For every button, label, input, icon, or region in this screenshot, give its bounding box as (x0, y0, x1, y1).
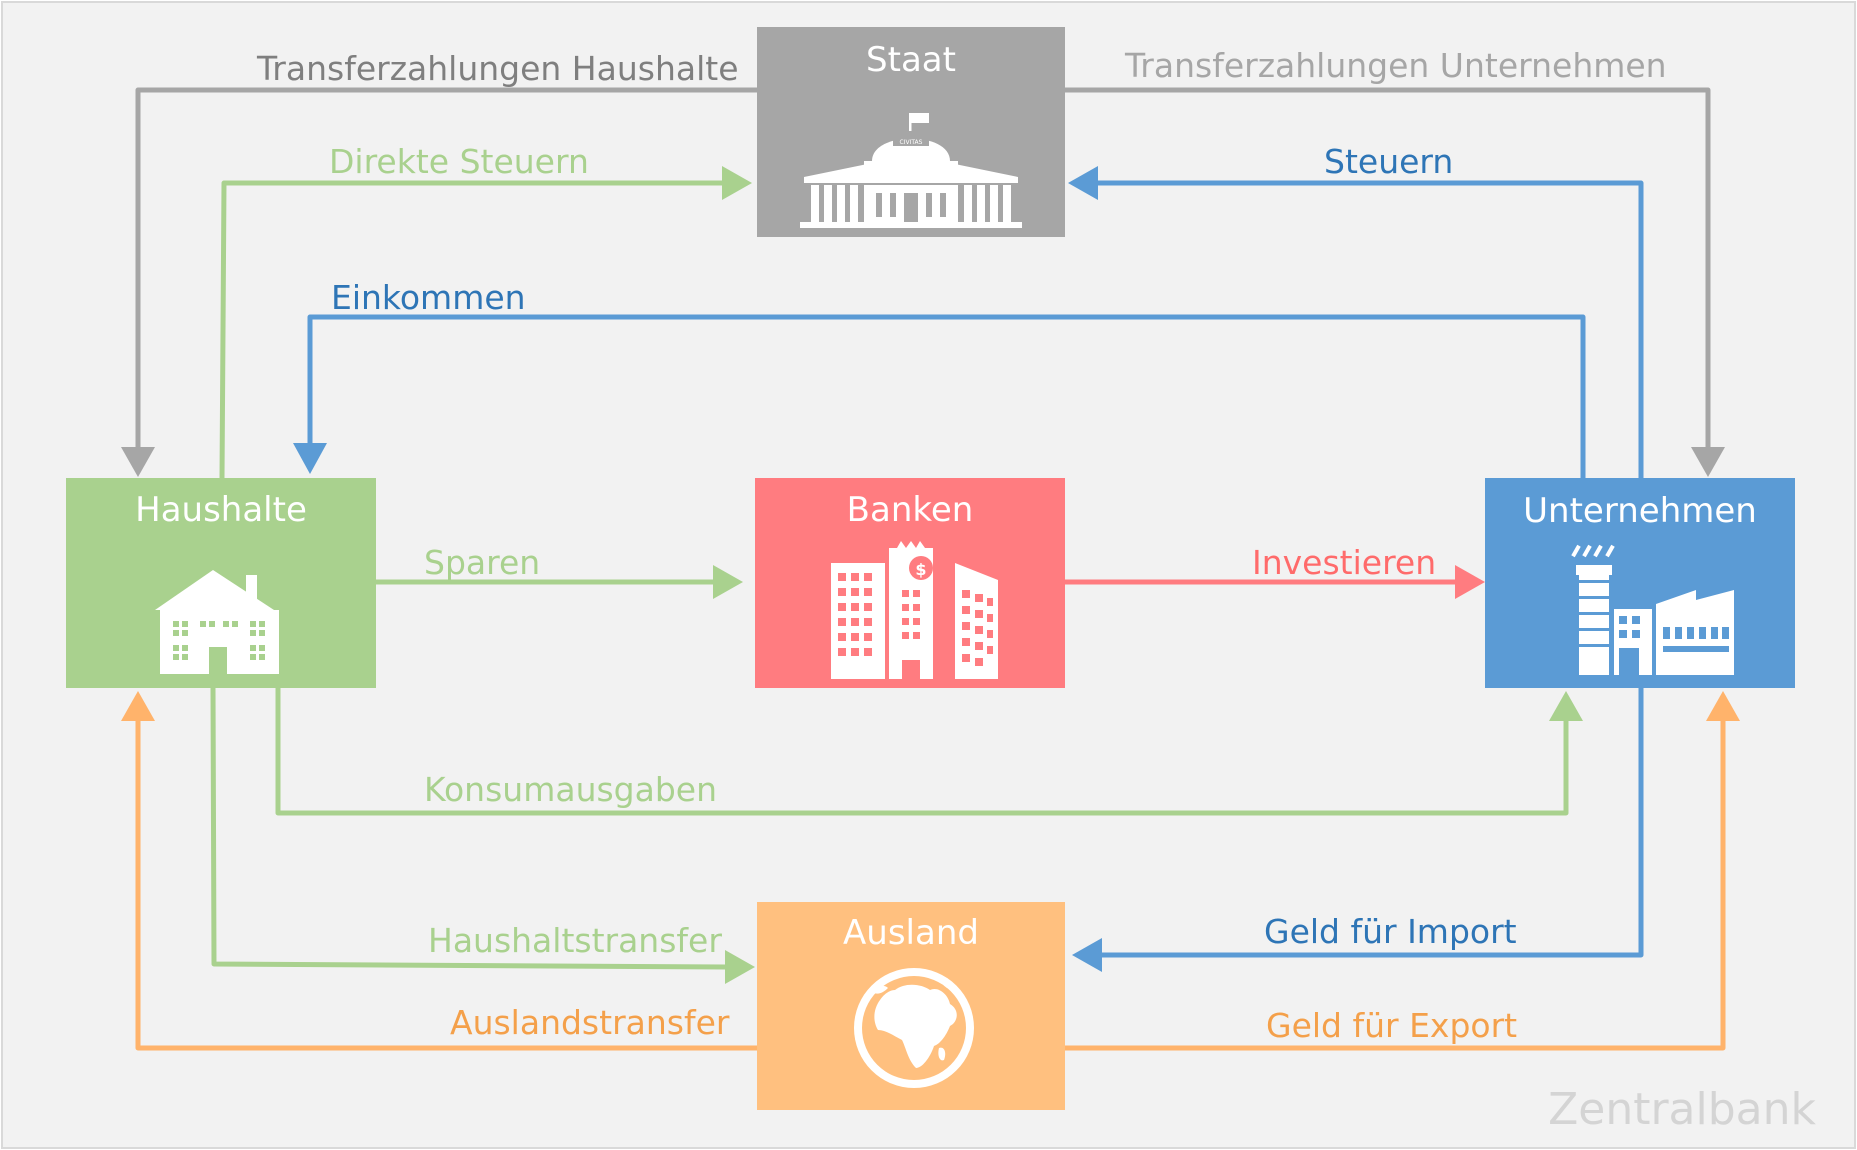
factory-icon (1571, 544, 1734, 675)
label-geld-fuer-export: Geld für Export (1266, 1006, 1517, 1045)
government-building-icon: CIVITAS (800, 113, 1022, 228)
bank-buildings-icon: $ (831, 541, 998, 679)
banken-title: Banken (847, 490, 974, 530)
label-transferzahlungen-haushalte: Transferzahlungen Haushalte (256, 49, 739, 88)
node-staat: Staat CIVITAS (757, 27, 1065, 237)
arrow-geld-fuer-export (1065, 691, 1740, 1051)
house-icon (155, 570, 279, 674)
watermark-zentralbank: Zentralbank (1548, 1084, 1816, 1135)
label-sparen: Sparen (424, 543, 540, 582)
label-transferzahlungen-unternehmen: Transferzahlungen Unternehmen (1124, 46, 1667, 85)
label-einkommen: Einkommen (331, 278, 526, 317)
label-haushaltstransfer: Haushaltstransfer (428, 921, 722, 960)
unternehmen-title: Unternehmen (1523, 491, 1757, 531)
label-geld-fuer-import: Geld für Import (1264, 912, 1517, 951)
svg-text:$: $ (915, 560, 926, 579)
globe-icon (854, 968, 974, 1088)
arrow-auslandstransfer (121, 691, 757, 1051)
node-unternehmen: Unternehmen (1485, 478, 1795, 688)
arrow-einkommen (293, 314, 1586, 478)
node-ausland: Ausland (757, 902, 1065, 1110)
arrow-steuern (1068, 166, 1644, 478)
label-investieren: Investieren (1252, 543, 1436, 582)
arrow-direkte-steuern (219, 166, 752, 479)
label-auslandstransfer: Auslandstransfer (450, 1003, 730, 1042)
arrow-geld-fuer-import (1072, 688, 1644, 972)
label-steuern: Steuern (1324, 142, 1453, 181)
label-konsumausgaben: Konsumausgaben (424, 770, 717, 809)
node-haushalte: Haushalte (66, 478, 376, 688)
staat-emblem: CIVITAS (900, 139, 923, 146)
arrow-investieren (1065, 565, 1485, 599)
haushalte-title: Haushalte (135, 490, 307, 530)
arrow-sparen (376, 565, 743, 599)
arrow-transferzahlungen-haushalte (121, 87, 757, 477)
label-direkte-steuern: Direkte Steuern (329, 142, 589, 181)
arrow-haushaltstransfer (210, 687, 755, 984)
arrow-transferzahlungen-unternehmen (1065, 87, 1725, 477)
node-banken: Banken $ (755, 478, 1065, 688)
arrow-konsumausgaben (275, 688, 1583, 816)
staat-title: Staat (866, 40, 956, 80)
ausland-title: Ausland (843, 913, 979, 953)
